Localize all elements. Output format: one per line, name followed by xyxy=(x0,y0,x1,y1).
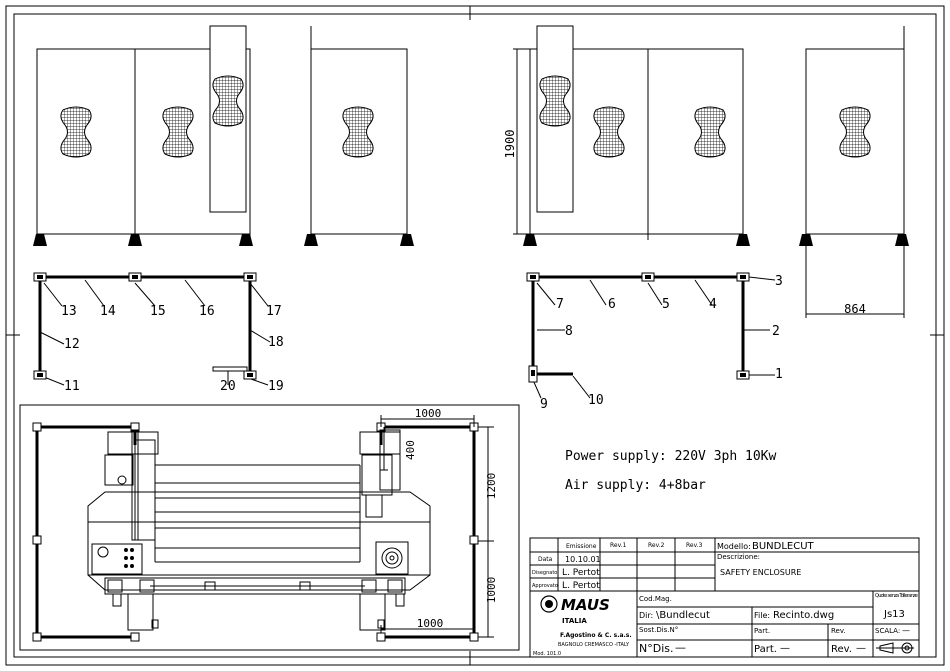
part-label: 8 xyxy=(565,324,573,339)
part-label: 13 xyxy=(61,304,77,319)
rev2-header: Rev.2 xyxy=(648,542,665,549)
quote-label: Quote senza Tolleranze xyxy=(875,593,918,599)
model-code: Mod. 101.0 xyxy=(533,651,561,657)
codmag-label: Cod.Mag. xyxy=(639,595,672,603)
part-label: 20 xyxy=(220,379,236,394)
part-value-2: — xyxy=(780,643,790,654)
ndis-value: — xyxy=(675,641,686,654)
svg-text:ITALIA: ITALIA xyxy=(562,617,587,625)
power-supply-note: Power supply: 220V 3ph 10Kw xyxy=(565,449,776,464)
left-plan xyxy=(38,275,271,386)
disegnato-value: L. Pertot xyxy=(562,568,600,578)
low-length-dimension: 1000 xyxy=(485,577,498,604)
scala-label: SCALA: xyxy=(875,627,900,635)
depth-dimension: 864 xyxy=(844,302,866,316)
maus-logo: MAUS ITALIA xyxy=(540,595,610,625)
part-label: 4 xyxy=(709,297,717,312)
right-plan-labels: 7 6 5 4 3 8 2 9 10 1 xyxy=(540,274,783,412)
quote-value: Js13 xyxy=(883,609,905,620)
modello-label: Modello: xyxy=(717,542,751,551)
drawing-frame xyxy=(5,5,945,666)
company-name: F.Agostino & C. s.a.s. xyxy=(560,632,632,639)
machine-plan-view xyxy=(19,404,520,651)
side-length-dimension: 400 xyxy=(404,440,417,460)
height-dimension: 1900 xyxy=(503,130,517,159)
part-label: 15 xyxy=(150,304,166,319)
approvato-label: Approvato xyxy=(532,583,558,589)
approvato-value: L. Pertot xyxy=(562,581,600,591)
rev1-header: Rev.1 xyxy=(610,542,627,549)
left-plan-labels: 13 14 15 16 17 12 18 11 20 19 xyxy=(61,304,284,394)
mid-length-dimension: 1200 xyxy=(485,473,498,500)
company-address: BAGNOLO CREMASCO -ITALY xyxy=(558,642,630,648)
projection-symbol-icon xyxy=(876,642,914,654)
part-label: 10 xyxy=(588,393,604,408)
part-label: 2 xyxy=(772,324,780,339)
right-plan xyxy=(531,275,776,399)
data-value: 10.10.01 xyxy=(565,555,601,564)
part-label: 16 xyxy=(199,304,215,319)
part-label: 5 xyxy=(662,297,670,312)
rev3-header: Rev.3 xyxy=(686,542,703,549)
part-label: 17 xyxy=(266,304,282,319)
emissione-header: Emissione xyxy=(566,543,597,550)
part-label: 7 xyxy=(556,297,564,312)
bottom-length-dimension: 1000 xyxy=(417,617,444,630)
part-label-2: Part. xyxy=(754,644,777,655)
part-label: 19 xyxy=(268,379,284,394)
part-label-1: Part. xyxy=(754,627,770,635)
part-label: 18 xyxy=(268,335,284,350)
svg-text:MAUS: MAUS xyxy=(561,596,610,614)
air-supply-note: Air supply: 4+8bar xyxy=(565,478,706,493)
part-label: 12 xyxy=(64,337,80,352)
part-label: 9 xyxy=(540,397,548,412)
modello-value: BUNDLECUT xyxy=(752,541,815,552)
ndis-label: N°Dis. xyxy=(639,642,673,655)
part-label: 1 xyxy=(775,367,783,382)
disegnato-label: Disegnato xyxy=(532,570,557,576)
descrizione-value: SAFETY ENCLOSURE xyxy=(720,568,801,577)
part-label: 3 xyxy=(775,274,783,289)
plan-dimensions: 1000 400 1200 1000 1000 xyxy=(404,407,498,630)
rev-label-2: Rev. xyxy=(831,644,852,655)
rev-label-1: Rev. xyxy=(831,627,846,635)
file-value: Recinto.dwg xyxy=(773,610,834,621)
top-length-dimension: 1000 xyxy=(415,407,442,420)
rev-value-2: — xyxy=(856,643,866,654)
part-label: 11 xyxy=(64,379,80,394)
scala-value: — xyxy=(902,626,910,635)
file-label: File: xyxy=(754,611,770,620)
descrizione-label: Descrizione: xyxy=(717,553,760,561)
part-label: 6 xyxy=(608,297,616,312)
dir-label: Dir: xyxy=(639,611,653,620)
title-block-text: Emissione Rev.1 Rev.2 Rev.3 Modello: BUN… xyxy=(532,541,918,657)
dir-value: \Bundlecut xyxy=(656,610,710,621)
sost-label: Sost.Dis.N° xyxy=(639,626,678,634)
part-label: 14 xyxy=(100,304,116,319)
data-label: Data xyxy=(538,556,553,563)
right-elevation xyxy=(513,25,905,318)
title-block xyxy=(529,537,920,658)
